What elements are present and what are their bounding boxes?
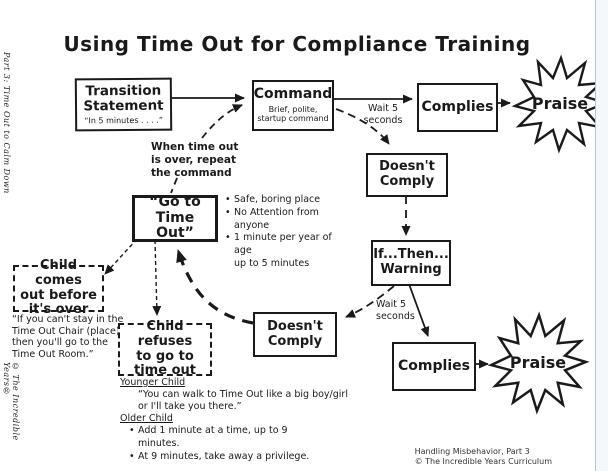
node-child-comes-out-label: Child comes out before it's over — [20, 258, 97, 318]
node-transition-title: Transition Statement — [83, 82, 164, 115]
node-if-then-warning: If...Then... Warning — [371, 240, 451, 286]
older-child-heading: Older Child — [120, 413, 173, 424]
node-command-subtitle: Brief, polite, startup command — [257, 105, 329, 124]
arrow-warning-to-doesnt-comply — [345, 285, 395, 318]
node-doesnt-comply-top: Doesn't Comply — [366, 153, 448, 197]
sidebar-label-copyright: © The Incredible Years® — [2, 362, 20, 441]
sidebar-label-part3: Part 3: Time Out to Calm Down — [2, 52, 11, 194]
node-complies-top-label: Complies — [421, 98, 494, 115]
node-complies-bottom-label: Complies — [398, 357, 470, 374]
older-child-point: At 9 minutes, take away a privilege. — [128, 451, 328, 464]
node-child-comes-out: Child comes out before it's over — [13, 259, 104, 317]
node-go-to-timeout-label: “Go to Time Out” — [149, 194, 201, 242]
node-if-then-warning-label: If...Then... Warning — [373, 247, 449, 277]
older-child-points-list: Add 1 minute at a time, up to 9 minutes.… — [128, 425, 328, 463]
arrow-repeat-to-command — [201, 104, 243, 139]
node-transition-subtitle: “In 5 minutes . . . .” — [84, 115, 163, 126]
timeout-rules-list: Safe, boring place No Attention from any… — [224, 194, 348, 271]
wait-5-seconds-label-bottom: Wait 5 seconds — [376, 299, 415, 322]
arrow-timeout-to-child-comes-out — [104, 238, 138, 275]
older-child-point: Add 1 minute at a time, up to 9 minutes. — [128, 425, 328, 451]
node-go-to-timeout: “Go to Time Out” — [132, 194, 218, 242]
when-over-note: When time out is over, repeat the comman… — [151, 141, 239, 179]
page-edge — [595, 0, 608, 471]
node-child-refuses: Child refuses to go to time out — [118, 319, 212, 379]
arrow-doesnt-comply-to-timeout — [176, 249, 254, 325]
node-doesnt-comply-bottom: Doesn't Comply — [253, 312, 337, 357]
node-complies-bottom: Complies — [392, 342, 476, 391]
node-command: Command Brief, polite, startup command — [252, 80, 334, 131]
footer-line1: Handling Misbehavior, Part 3 — [414, 447, 530, 456]
arrow-warning-to-complies — [408, 283, 430, 337]
node-doesnt-comply-bottom-label: Doesn't Comply — [267, 318, 323, 349]
timeout-rule-item: Safe, boring place — [224, 194, 348, 207]
footer-line2: © The Incredible Years Curriculum — [414, 457, 552, 466]
page-footer: Handling Misbehavior, Part 3 © The Incre… — [415, 447, 552, 467]
node-transition-statement: Transition Statement “In 5 minutes . . .… — [74, 77, 173, 132]
arrow-command-to-doesnt-comply — [335, 108, 390, 145]
younger-child-heading: Younger Child — [120, 377, 186, 388]
page-title: Using Time Out for Compliance Training — [63, 32, 531, 56]
timeout-rule-item: 1 minute per year of age up to 5 minutes — [224, 232, 348, 270]
praise-label-top: Praise — [531, 94, 589, 113]
praise-label-bottom: Praise — [509, 353, 567, 372]
timeout-rule-item: No Attention from anyone — [224, 207, 348, 233]
node-command-title: Command — [253, 86, 333, 103]
node-child-refuses-label: Child refuses to go to time out — [134, 319, 196, 379]
node-complies-top: Complies — [417, 83, 498, 132]
cant-stay-quote: “If you can't stay in the Time Out Chair… — [12, 314, 124, 360]
arrow-timeout-to-child-refuses — [152, 239, 162, 316]
connector-timeout-to-repeat-note — [170, 177, 178, 194]
wait-5-seconds-label-top: Wait 5 seconds — [363, 103, 403, 126]
younger-child-quote: “You can walk to Time Out like a big boy… — [138, 389, 348, 412]
node-doesnt-comply-top-label: Doesn't Comply — [379, 159, 435, 189]
